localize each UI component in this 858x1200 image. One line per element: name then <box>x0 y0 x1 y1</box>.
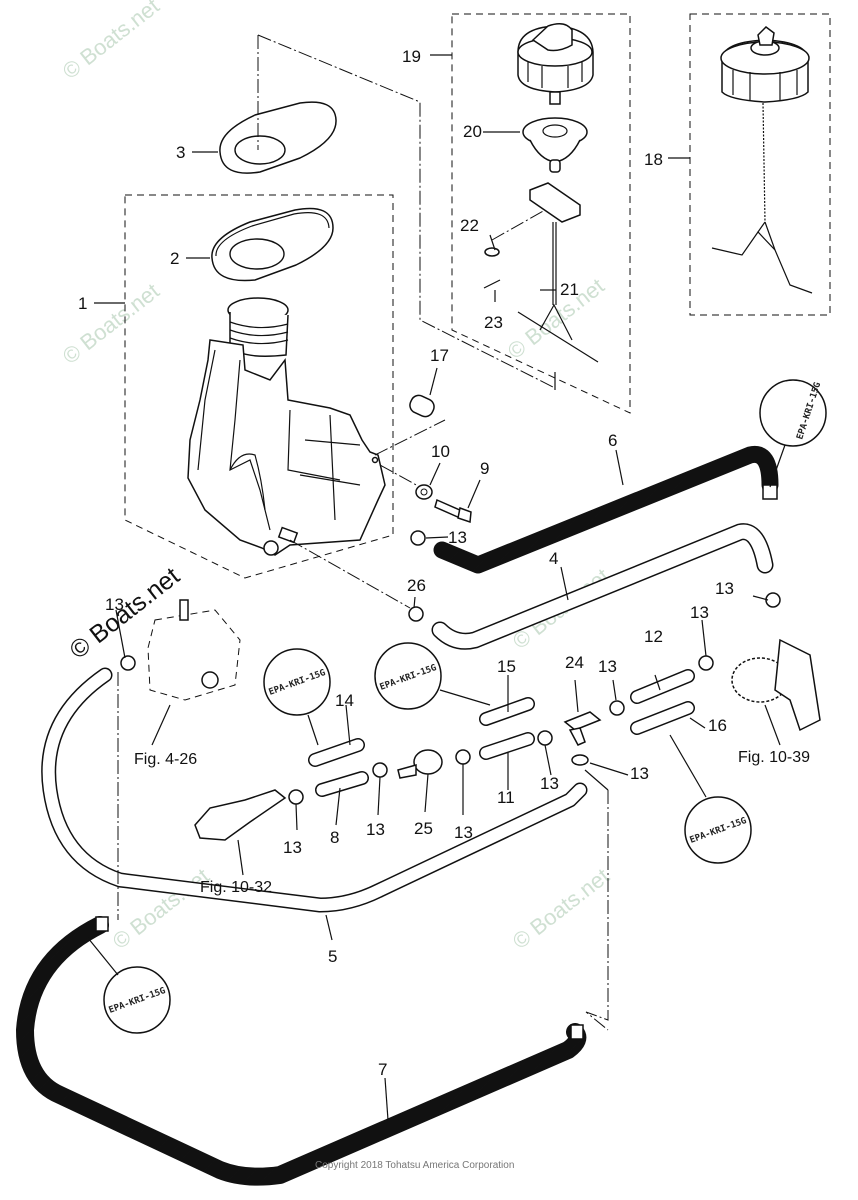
watermark: © Boats.net <box>58 0 164 84</box>
label-17: 17 <box>430 346 449 365</box>
part-20-gasket <box>522 117 588 173</box>
part-5-hose <box>41 667 588 913</box>
cap-with-chain-box <box>668 13 831 316</box>
watermark: © Boats.net <box>508 863 614 954</box>
label-6: 6 <box>608 431 617 450</box>
clamp-13 <box>609 700 625 716</box>
clamp-13 <box>455 749 471 765</box>
label-21: 21 <box>560 280 579 299</box>
part-18-cap-with-chain <box>711 26 813 294</box>
label-13: 13 <box>598 657 617 676</box>
label-8: 8 <box>330 828 339 847</box>
label-13: 13 <box>690 603 709 622</box>
small-hoses <box>308 669 695 797</box>
clamp-13 <box>372 762 388 778</box>
fuel-pump-ref <box>147 599 241 746</box>
fig-ref-filter[interactable]: Fig. 10-39 <box>738 749 810 766</box>
copyright-text: Copyright 2018 Tohatsu America Corporati… <box>315 1160 514 1171</box>
label-26: 26 <box>407 576 426 595</box>
leader-line <box>585 790 609 1031</box>
part-6-hose <box>433 445 779 574</box>
epa-callout: EPA-KRI-15G <box>87 937 171 1034</box>
clamp-26 <box>408 606 424 622</box>
part-10-washer <box>415 484 433 500</box>
part-22-washer <box>484 209 546 257</box>
label-13: 13 <box>366 820 385 839</box>
part-25-inline-filter <box>397 749 443 779</box>
label-16: 16 <box>708 716 727 735</box>
part-3-gasket <box>219 101 337 174</box>
label-13: 13 <box>715 579 734 598</box>
label-12: 12 <box>644 627 663 646</box>
label-23: 23 <box>484 313 503 332</box>
leader-line <box>289 539 411 609</box>
watermark-main: © Boats.net <box>64 562 185 665</box>
label-13: 13 <box>283 838 302 857</box>
clamp-13 <box>120 655 136 671</box>
part-7-hose <box>16 916 587 1186</box>
label-22: 22 <box>460 216 479 235</box>
clamp-13 <box>698 655 714 671</box>
fig-ref-fuel-pump[interactable]: Fig. 4-26 <box>134 751 197 768</box>
part-2-seal <box>211 207 334 282</box>
label-3: 3 <box>176 143 185 162</box>
label-15: 15 <box>497 657 516 676</box>
part-23-pin <box>483 279 501 289</box>
part-1-fuel-tank <box>187 297 386 556</box>
label-1: 1 <box>78 294 87 313</box>
part-4-hose <box>431 523 774 650</box>
epa-callout: EPA-KRI-15G <box>669 734 752 864</box>
epa-callout: EPA-KRI-15G <box>263 648 331 746</box>
label-14: 14 <box>335 691 354 710</box>
label-7: 7 <box>378 1060 387 1079</box>
filter-ref <box>731 638 821 746</box>
epa-marking-callouts: EPA-KRI-15G EPA-KRI-15G EPA-KRI-15G EPA-… <box>87 379 827 1034</box>
leader-line <box>379 464 421 488</box>
label-2: 2 <box>170 249 179 268</box>
part-19-fuel-cap <box>517 23 594 105</box>
label-24: 24 <box>565 653 584 672</box>
clamp-13 <box>288 789 304 805</box>
label-13: 13 <box>454 823 473 842</box>
clamp-13 <box>571 754 589 766</box>
label-11: 11 <box>497 788 515 807</box>
hose-clamps <box>120 530 781 805</box>
leader-line <box>257 34 556 389</box>
label-9: 9 <box>480 459 489 478</box>
label-13: 13 <box>105 595 124 614</box>
label-leaders <box>94 131 769 1121</box>
epa-callout: EPA-KRI-15G <box>374 642 491 710</box>
leader-line <box>584 769 609 791</box>
fig-ref-connector[interactable]: Fig. 10-32 <box>200 879 272 896</box>
label-18: 18 <box>644 150 663 169</box>
label-25: 25 <box>414 819 433 838</box>
clamp-13 <box>410 530 426 546</box>
label-5: 5 <box>328 947 337 966</box>
connector-ref <box>194 789 287 876</box>
leader-line <box>374 419 446 456</box>
clamp-13 <box>537 730 553 746</box>
label-13: 13 <box>630 764 649 783</box>
epa-callout: EPA-KRI-15G <box>759 379 827 488</box>
label-13: 13 <box>540 774 559 793</box>
label-13: 13 <box>448 528 467 547</box>
cap-assembly-box <box>430 13 631 414</box>
part-number-labels: 3 2 1 19 20 22 21 23 18 17 10 9 13 26 6 … <box>78 47 810 1079</box>
label-10: 10 <box>431 442 450 461</box>
part-24-tee-fitting <box>563 711 602 746</box>
label-20: 20 <box>463 122 482 141</box>
part-9-bolt <box>434 498 472 524</box>
clamp-13 <box>765 592 781 608</box>
part-17-collar <box>409 394 435 418</box>
arrow <box>769 444 786 488</box>
label-19: 19 <box>402 47 421 66</box>
part-21-gauge <box>517 182 599 363</box>
label-4: 4 <box>549 549 558 568</box>
watermark: © Boats.net <box>58 278 164 369</box>
